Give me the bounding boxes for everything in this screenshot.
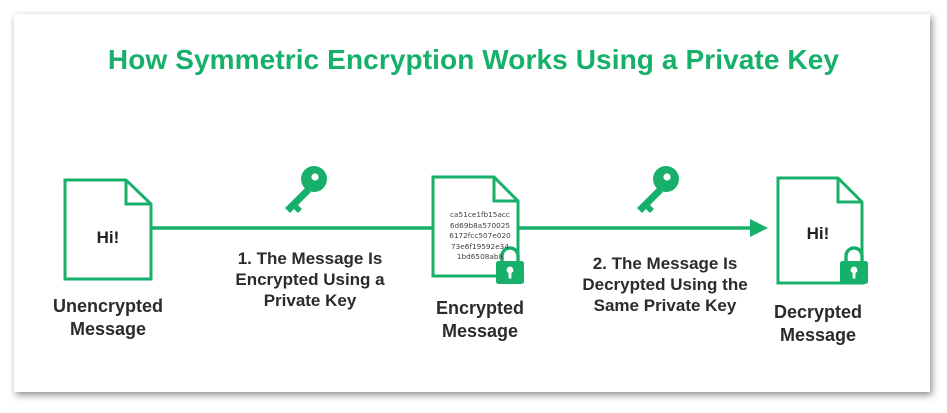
label-unencrypted-message: Unencrypted Message: [52, 296, 164, 339]
step-2-description: 2. The Message Is Decrypted Using the Sa…: [582, 254, 748, 315]
key-icon-step-1: [285, 166, 327, 213]
plaintext-unencrypted: Hi!: [96, 228, 120, 247]
document-icon-unencrypted: [63, 178, 153, 281]
ciphertext: ca51ce1fb15acc 6d69b8a570025 6172fcc507e…: [449, 210, 511, 261]
label-encrypted-message: Encrypted Message: [435, 298, 525, 341]
document-icon-decrypted: [776, 176, 864, 285]
plaintext-decrypted: Hi!: [806, 224, 830, 243]
document-icon-encrypted: [431, 175, 520, 278]
diagram-title: How Symmetric Encryption Works Using a P…: [107, 44, 840, 75]
key-icon-step-2: [637, 166, 679, 213]
label-decrypted-message: Decrypted Message: [773, 302, 863, 345]
arrowhead: [750, 219, 768, 237]
step-1-description: 1. The Message Is Encrypted Using a Priv…: [235, 249, 385, 310]
